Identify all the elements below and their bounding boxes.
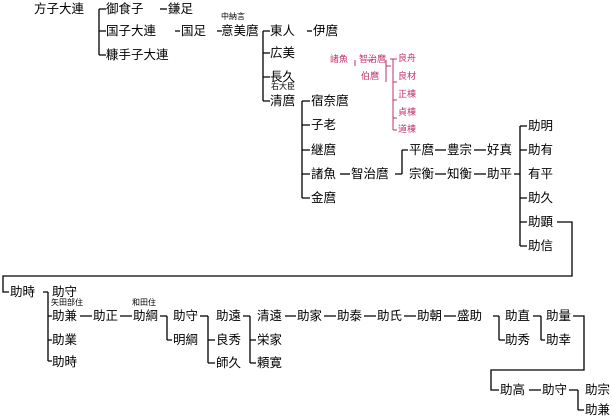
person-name: 宿奈麿 xyxy=(311,93,349,108)
person-name: 明綱 xyxy=(173,332,199,347)
branch-name: 良舟 xyxy=(398,54,417,64)
person-title: 和田住 xyxy=(132,298,156,307)
person-name: 助信 xyxy=(528,238,554,253)
person-name: 助有 xyxy=(528,142,554,157)
person-name: 栄家 xyxy=(257,332,283,347)
person-name: 金麿 xyxy=(311,190,337,205)
person-name: 助宗 xyxy=(585,382,611,397)
person-name: 盛助 xyxy=(457,308,483,323)
person-name: 助秀 xyxy=(505,332,531,347)
person-name: 伊麿 xyxy=(313,23,339,38)
person-name: 継麿 xyxy=(311,142,337,157)
person-name: 助業 xyxy=(52,332,78,347)
person-name: 助明 xyxy=(528,118,554,133)
person-name: 助兼 xyxy=(52,308,78,323)
person-name: 諸魚 xyxy=(311,166,337,181)
person-name: 助時 xyxy=(52,354,78,369)
branch-name: 良材 xyxy=(398,72,417,82)
person-title: 中納言 xyxy=(221,12,245,21)
person-name: 助氏 xyxy=(377,308,403,323)
branch-name: 諸魚 xyxy=(330,55,349,65)
branch-name: 道棟 xyxy=(398,125,417,135)
person-name: 助久 xyxy=(528,190,554,205)
person-title: 矢田部住 xyxy=(51,298,83,307)
person-name: 清麿 xyxy=(270,93,296,108)
person-name: 意美麿 xyxy=(221,23,259,38)
branch-name: 伯麿 xyxy=(361,72,380,82)
person-name: 助守 xyxy=(52,284,78,299)
person-name: 助泰 xyxy=(337,308,363,323)
person-name: 宗衡 xyxy=(409,166,435,181)
person-name: 長久 xyxy=(270,69,296,84)
person-title: 右大臣 xyxy=(271,82,295,91)
person-name: 好真 xyxy=(487,142,513,157)
person-name: 広美 xyxy=(270,45,296,60)
branch-name: 正棟 xyxy=(398,90,417,100)
person-name: 助朝 xyxy=(417,308,443,323)
person-name: 智治麿 xyxy=(351,166,389,181)
person-name: 師久 xyxy=(216,355,242,370)
person-name: 東人 xyxy=(270,23,296,38)
person-name: 鎌足 xyxy=(168,1,194,16)
person-name: 有平 xyxy=(528,166,554,181)
person-name: 国足 xyxy=(181,23,207,38)
person-name: 方子大連 xyxy=(34,1,85,16)
person-name: 助綱 xyxy=(133,308,159,323)
person-name: 糠手子大連 xyxy=(106,47,169,62)
person-name: 助量 xyxy=(546,308,572,323)
person-name: 清遠 xyxy=(257,308,283,323)
person-name: 助時 xyxy=(10,284,36,299)
person-name: 助顕 xyxy=(528,214,554,229)
person-name: 助直 xyxy=(505,308,531,323)
person-name: 助正 xyxy=(93,308,119,323)
person-name: 知衡 xyxy=(447,166,473,181)
person-name: 豊宗 xyxy=(447,142,473,157)
person-name: 助兼 xyxy=(585,402,611,417)
person-name: 平麿 xyxy=(409,142,435,157)
person-name: 御食子 xyxy=(106,1,144,16)
person-name: 助家 xyxy=(297,308,323,323)
person-name: 助守 xyxy=(173,308,199,323)
person-name: 助高 xyxy=(500,382,526,397)
person-name: 頼寛 xyxy=(257,355,283,370)
person-name: 子老 xyxy=(311,117,337,132)
person-name: 良秀 xyxy=(216,332,242,347)
person-name: 助守 xyxy=(542,382,568,397)
person-name: 国子大連 xyxy=(106,23,157,38)
branch-name: 貞棟 xyxy=(398,108,417,118)
person-name: 助幸 xyxy=(546,332,572,347)
person-name: 助平 xyxy=(487,166,513,181)
person-name: 助遠 xyxy=(216,308,242,323)
branch-name: 智治麿 xyxy=(359,55,387,65)
